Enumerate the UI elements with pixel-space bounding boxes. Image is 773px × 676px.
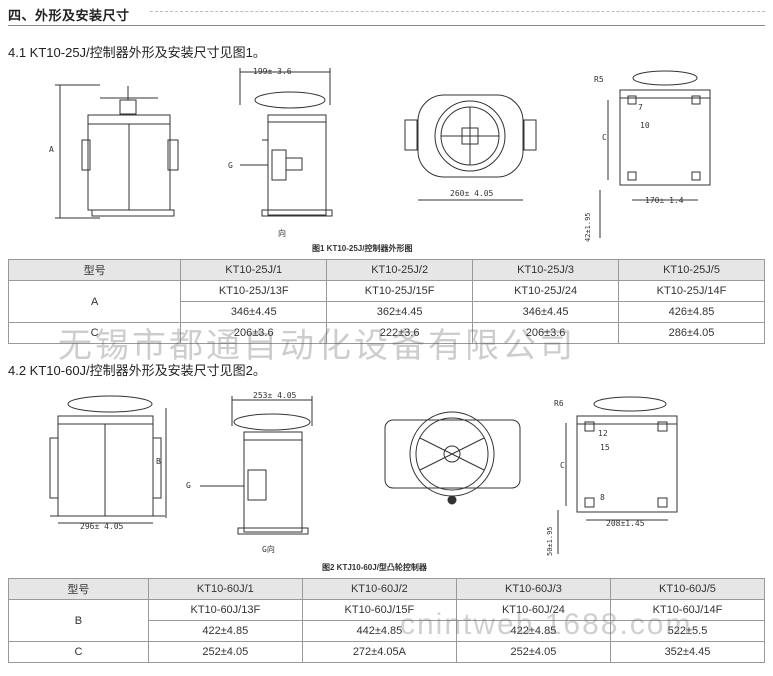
table-cell: 272±4.05A xyxy=(301,641,457,663)
dim-260-label: 260± 4.05 xyxy=(450,189,494,198)
spec-table-60j: 型号 KT10-60J/1 KT10-60J/2 KT10-60J/3 KT10… xyxy=(8,578,766,663)
dim-42-label: 42±1.95 xyxy=(584,212,592,242)
part2-heading: 4.2 KT10-60J/控制器外形及安装尺寸见图2。 xyxy=(8,363,266,378)
table-cell: KT10-25J/1 xyxy=(180,259,328,281)
dim-12-label: 12 xyxy=(598,429,608,438)
dim-15-label: 15 xyxy=(600,443,610,452)
company-watermark: 无锡市都通自动化设备有限公司 xyxy=(58,327,576,365)
spec-table-25j: 型号 KT10-25J/1 KT10-25J/2 KT10-25J/3 KT10… xyxy=(7,259,765,344)
figure2-top-view xyxy=(384,411,521,505)
table-cell: KT10-60J/2 xyxy=(301,578,457,600)
dim-296-label: 296± 4.05 xyxy=(80,522,124,531)
table-row: B KT10-60J/13F KT10-60J/15F KT10-60J/24 … xyxy=(8,599,766,642)
table-cell: KT10-25J/24 xyxy=(472,280,620,302)
table-row: C 252±4.05 272±4.05A 252±4.05 352±4.45 xyxy=(8,641,766,663)
r6-label: R6 xyxy=(554,399,564,408)
table-cell: KT10-60J/14F xyxy=(609,599,766,621)
figure1-side-view xyxy=(239,68,333,217)
dim-50-label: 50±1.95 xyxy=(546,526,554,556)
table-row-label: B xyxy=(8,599,149,642)
figure2-caption: 图2 KTJ10-60J/型凸轮控制器 xyxy=(322,563,427,572)
figure1-front-view xyxy=(55,84,179,219)
dim-b-label: B xyxy=(156,457,161,466)
section-title: 四、外形及安装尺寸 xyxy=(8,8,130,23)
view-direction-label: 向 xyxy=(278,228,286,238)
table-cell: 型号 xyxy=(8,578,149,600)
table-cell: 426±4.85 xyxy=(618,301,765,323)
table-cell: KT10-25J/13F xyxy=(180,280,328,302)
table-cell: KT10-60J/1 xyxy=(147,578,303,600)
part1-heading: 4.1 KT10-25J/控制器外形及安装尺寸见图1。 xyxy=(8,45,266,60)
figure1-drawing: A 199± 3.6 G 向 260± 4.05 xyxy=(49,67,711,242)
table-cell: 362±4.45 xyxy=(326,301,474,323)
table-cell: 206±3.6 xyxy=(180,322,328,344)
table-row-label: C xyxy=(7,322,182,344)
figure1-top-view xyxy=(404,94,537,201)
title-divider xyxy=(150,11,765,12)
table-cell: 252±4.05 xyxy=(147,641,303,663)
table-cell: 型号 xyxy=(7,259,182,281)
figure1-caption: 图1 KT10-25J/控制器外形图 xyxy=(312,244,413,253)
table-cell: KT10-25J/15F xyxy=(326,280,474,302)
dim-208-label: 208±1.45 xyxy=(606,519,645,528)
table-cell: KT10-25J/2 xyxy=(326,259,474,281)
table-row-label: A xyxy=(7,280,182,323)
figure2-base-view xyxy=(557,396,678,554)
table-cell: KT10-60J/13F xyxy=(147,599,303,621)
table-cell: KT10-60J/5 xyxy=(609,578,766,600)
table-cell: KT10-60J/24 xyxy=(455,599,611,621)
figure2-drawing: B 296± 4.05 253± 4.05 G G向 R6 12 15 xyxy=(49,391,678,556)
site-watermark: cnintweb.1688.com xyxy=(400,608,693,641)
table-cell: 222±3.6 xyxy=(326,322,474,344)
table-cell: KT10-25J/3 xyxy=(472,259,620,281)
dim-c2-label: C xyxy=(560,461,565,470)
table-cell: KT10-60J/3 xyxy=(455,578,611,600)
table-row-label: C xyxy=(8,641,149,663)
table-cell: KT10-25J/5 xyxy=(618,259,765,281)
table-cell: 352±4.45 xyxy=(609,641,766,663)
figure2-front-view xyxy=(49,395,167,524)
table-cell: 206±3.6 xyxy=(472,322,620,344)
dim-7-label: 7 xyxy=(638,103,643,112)
table-cell: 422±4.85 xyxy=(147,620,303,642)
table-row: 型号 KT10-60J/1 KT10-60J/2 KT10-60J/3 KT10… xyxy=(8,578,766,600)
table-cell: 346±4.45 xyxy=(180,301,328,323)
dim-a-label: A xyxy=(49,145,54,154)
title-underline xyxy=(8,25,765,26)
dim-10-label: 10 xyxy=(640,121,650,130)
figure2-side-view xyxy=(200,396,313,535)
dim-c-label: C xyxy=(602,133,607,142)
figure1-base-view xyxy=(599,70,711,238)
dim-8-label: 8 xyxy=(600,493,605,502)
table-cell: 252±4.05 xyxy=(455,641,611,663)
dim-g-label: G xyxy=(228,161,233,170)
dim-253-label: 253± 4.05 xyxy=(253,391,297,400)
table-row: 型号 KT10-25J/1 KT10-25J/2 KT10-25J/3 KT10… xyxy=(7,259,765,281)
table-cell: KT10-25J/14F xyxy=(618,280,765,302)
table-row: 346±4.45 362±4.45 346±4.45 426±4.85 xyxy=(9,301,765,323)
table-row: A KT10-25J/13F KT10-25J/15F KT10-25J/24 … xyxy=(7,280,765,323)
dim-170-label: 170± 1.4 xyxy=(645,196,684,205)
dim-g2-label: G xyxy=(186,481,191,490)
table-row: C 206±3.6 222±3.6 206±3.6 286±4.05 xyxy=(7,322,765,344)
r5-label: R5 xyxy=(594,75,604,84)
dim-199-label: 199± 3.6 xyxy=(253,67,292,76)
table-cell: 286±4.05 xyxy=(618,322,765,344)
table-cell: KT10-60J/15F xyxy=(301,599,457,621)
view-g-label: G向 xyxy=(262,544,275,554)
